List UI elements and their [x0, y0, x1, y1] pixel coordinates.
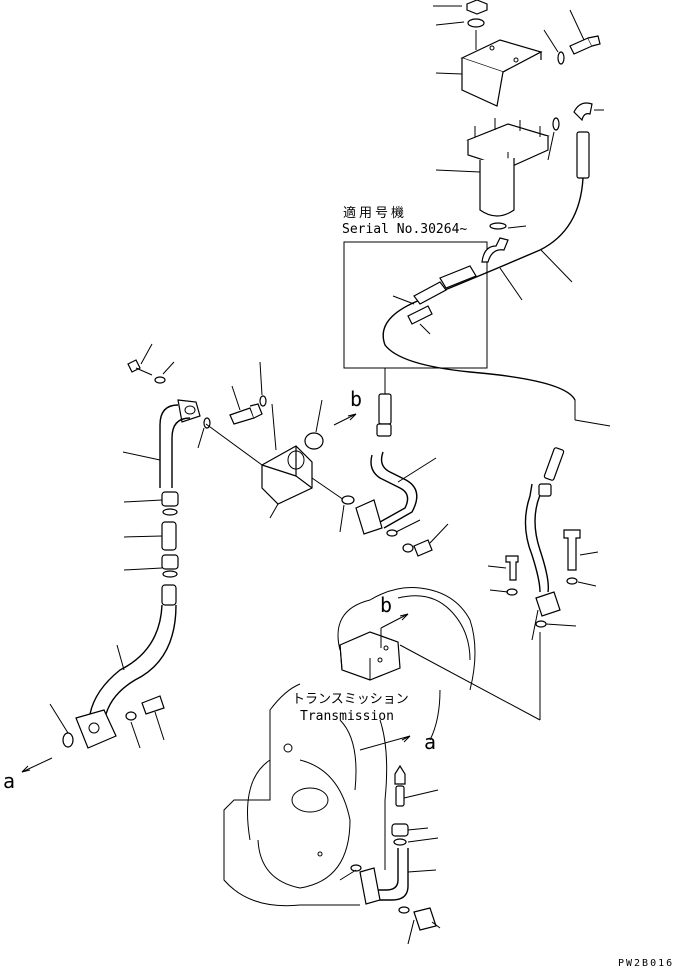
- applicability-serial: Serial No.30264~: [342, 222, 467, 237]
- callout-b-mid: b: [380, 593, 408, 648]
- hose-end-top: [577, 132, 589, 178]
- transmission-housing: [224, 588, 475, 906]
- transmission-label: トランスミッション Transmission: [292, 692, 409, 724]
- drain-bolt: [399, 907, 440, 944]
- svg-text:b: b: [350, 387, 362, 411]
- svg-text:トランスミッション: トランスミッション: [292, 692, 409, 707]
- elbow-fitting-serial: [482, 238, 522, 300]
- drain-fittings: [392, 824, 438, 845]
- pump-washer: [260, 362, 276, 450]
- left-bolt: [128, 344, 152, 375]
- pump-body: [206, 424, 344, 518]
- svg-text:Transmission: Transmission: [300, 709, 394, 724]
- callout-b-top: b: [334, 387, 362, 425]
- left-washer: [155, 362, 174, 383]
- top-nut: [433, 0, 487, 14]
- callout-a-right: a: [360, 730, 436, 754]
- bottom-left-flange: [50, 696, 164, 748]
- drain-pipe: [340, 848, 436, 904]
- breather-plug: [395, 766, 438, 806]
- right-washer-pair: [490, 578, 596, 595]
- right-bolt-upper: [564, 530, 598, 570]
- left-pipe: [123, 405, 190, 488]
- svg-text:a: a: [424, 730, 436, 754]
- hose-main: [383, 178, 583, 400]
- mid-washer-bolt: [387, 520, 448, 556]
- applicability-jp: 適用号機: [343, 205, 407, 221]
- filter-element: [436, 158, 514, 216]
- left-hose: [90, 585, 176, 718]
- valve-block: [340, 632, 540, 720]
- pump-o-ring-lower: [340, 496, 354, 532]
- right-flange-block: [532, 592, 576, 640]
- svg-text:a: a: [3, 769, 15, 793]
- pump-flange-left: [178, 400, 200, 422]
- svg-text:b: b: [380, 593, 392, 617]
- left-fittings: [124, 492, 178, 577]
- callout-a-left: a: [3, 758, 52, 793]
- filter-o-ring: [490, 223, 526, 229]
- pump-bolt: [230, 386, 262, 424]
- elbow-fitting-top: [548, 103, 604, 160]
- mounting-bracket: [436, 30, 541, 106]
- pump-gasket: [305, 400, 323, 449]
- top-washer: [436, 19, 484, 27]
- applicability-box: 適用号機 Serial No.30264~: [342, 205, 487, 368]
- o-ring-small: [198, 418, 210, 448]
- right-bolt-lower: [488, 556, 518, 580]
- mid-hose-fitting: [377, 368, 391, 436]
- bracket-bolt: [570, 10, 600, 54]
- right-hose: [525, 400, 610, 592]
- bracket-washer: [544, 30, 564, 64]
- drawing-code: PW2B016: [618, 958, 674, 969]
- mid-flange: [356, 500, 382, 534]
- mid-pipe: [371, 452, 436, 528]
